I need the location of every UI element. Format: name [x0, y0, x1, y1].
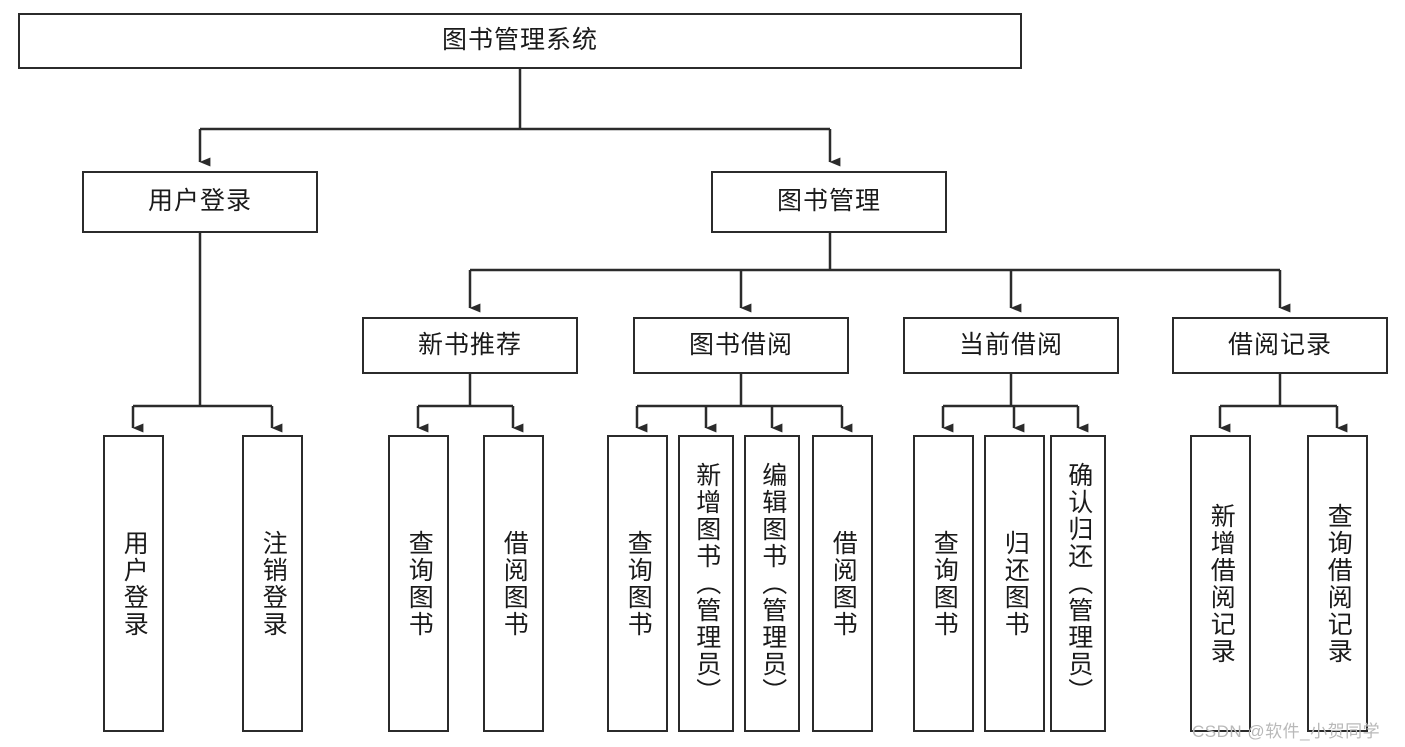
node-leaf-add-borrow-record[interactable]: 新增借阅记录 [1190, 435, 1251, 732]
node-leaf-borrow-book-1-label: 借阅图书 [500, 529, 529, 638]
node-leaf-query-book-1-label: 查询图书 [405, 529, 434, 638]
node-leaf-return-book[interactable]: 归还图书 [984, 435, 1045, 732]
node-root[interactable]: 图书管理系统 [18, 13, 1022, 69]
node-leaf-user-login-label: 用户登录 [120, 529, 149, 638]
node-leaf-return-book-label: 归还图书 [1001, 529, 1030, 638]
node-leaf-borrow-book-2[interactable]: 借阅图书 [812, 435, 873, 732]
node-leaf-edit-book-admin-label: 编辑图书（管理员） [758, 462, 787, 705]
node-user-login-label: 用户登录 [147, 187, 252, 216]
node-leaf-query-borrow-record[interactable]: 查询借阅记录 [1307, 435, 1368, 732]
node-user-login[interactable]: 用户登录 [82, 171, 318, 233]
node-leaf-logout-login[interactable]: 注销登录 [242, 435, 303, 732]
node-new-book-recommend-label: 新书推荐 [417, 330, 522, 359]
node-book-borrow-label: 图书借阅 [688, 330, 793, 359]
node-leaf-confirm-return-admin[interactable]: 确认归还（管理员） [1050, 435, 1106, 732]
node-leaf-borrow-book-2-label: 借阅图书 [829, 529, 858, 638]
node-leaf-query-book-2[interactable]: 查询图书 [607, 435, 668, 732]
node-borrow-record-label: 借阅记录 [1227, 330, 1332, 359]
node-leaf-add-book-admin-label: 新增图书（管理员） [692, 462, 721, 705]
node-root-label: 图书管理系统 [441, 26, 598, 55]
node-book-borrow[interactable]: 图书借阅 [633, 317, 849, 374]
node-leaf-query-book-3[interactable]: 查询图书 [913, 435, 974, 732]
node-borrow-record[interactable]: 借阅记录 [1172, 317, 1388, 374]
node-leaf-add-book-admin[interactable]: 新增图书（管理员） [678, 435, 734, 732]
node-leaf-user-login[interactable]: 用户登录 [103, 435, 164, 732]
csdn-watermark: CSDN @软件_小贺同学 [1192, 722, 1381, 741]
node-leaf-borrow-book-1[interactable]: 借阅图书 [483, 435, 544, 732]
node-book-management-label: 图书管理 [776, 187, 881, 216]
node-leaf-query-book-2-label: 查询图书 [624, 529, 653, 638]
node-leaf-query-book-1[interactable]: 查询图书 [388, 435, 449, 732]
node-new-book-recommend[interactable]: 新书推荐 [362, 317, 578, 374]
node-leaf-query-borrow-record-label: 查询借阅记录 [1324, 502, 1353, 665]
node-book-management[interactable]: 图书管理 [711, 171, 947, 233]
node-leaf-logout-login-label: 注销登录 [259, 529, 288, 638]
node-current-borrow-label: 当前借阅 [958, 330, 1063, 359]
node-leaf-confirm-return-admin-label: 确认归还（管理员） [1064, 462, 1093, 705]
node-leaf-add-borrow-record-label: 新增借阅记录 [1207, 502, 1236, 665]
node-current-borrow[interactable]: 当前借阅 [903, 317, 1119, 374]
node-leaf-query-book-3-label: 查询图书 [930, 529, 959, 638]
node-leaf-edit-book-admin[interactable]: 编辑图书（管理员） [744, 435, 800, 732]
